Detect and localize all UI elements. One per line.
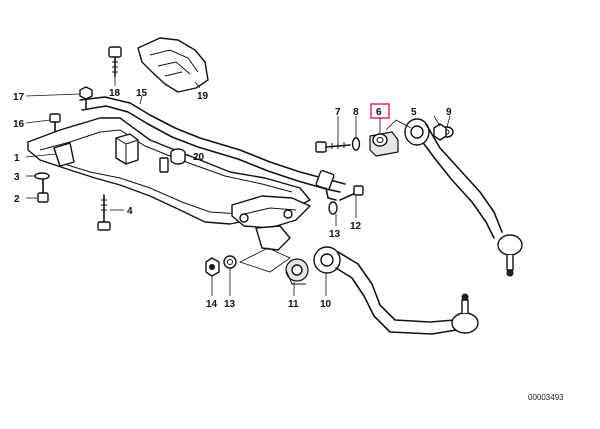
bolt-2	[37, 179, 49, 203]
nut-3	[34, 172, 50, 180]
bushing-6	[369, 131, 399, 157]
callout-17: 17	[13, 92, 25, 103]
bolt-18	[108, 46, 122, 77]
callout-15: 15	[136, 88, 148, 99]
callout-12: 12	[350, 221, 362, 232]
callout-20: 20	[193, 152, 205, 163]
callout-6: 6	[376, 107, 382, 118]
bolt-7	[315, 141, 351, 153]
callout-13-lower: 13	[224, 299, 236, 310]
callout-19: 19	[197, 91, 209, 102]
lower-control-arm-10	[313, 246, 479, 335]
callout-2: 2	[14, 194, 20, 205]
nut-17	[79, 86, 93, 109]
buffer-20	[170, 148, 186, 165]
callout-5: 5	[411, 107, 417, 118]
callout-16: 16	[13, 119, 25, 130]
heat-shield-19	[137, 37, 209, 93]
washer-13-upper	[328, 201, 338, 215]
callout-1: 1	[14, 153, 20, 164]
callout-13-upper: 13	[329, 229, 341, 240]
callout-labels: 1 2 3 4 5 6 7 8 9 10 11 12 13 13 14 15 1…	[13, 88, 452, 310]
reference-number: 00003493	[528, 393, 564, 402]
bushing-11	[285, 258, 309, 285]
bolt-16	[49, 113, 61, 133]
bolt-12	[339, 185, 364, 201]
callout-7: 7	[335, 107, 341, 118]
washer-13-lower	[223, 255, 237, 269]
callout-9: 9	[446, 107, 452, 118]
nut-14	[205, 257, 220, 277]
leader-lines	[25, 76, 451, 296]
callout-11: 11	[288, 299, 299, 310]
washer-8	[351, 137, 361, 151]
callout-8: 8	[353, 107, 359, 118]
control-arm-5	[404, 118, 523, 277]
callout-14: 14	[206, 299, 218, 310]
callout-3: 3	[14, 172, 20, 183]
callout-4: 4	[127, 206, 133, 217]
front-subframe	[27, 117, 311, 251]
callout-10: 10	[320, 299, 332, 310]
bolt-4	[97, 194, 111, 231]
nut-9	[433, 123, 447, 141]
stabilizer-bar-15	[79, 96, 346, 201]
callout-18: 18	[109, 88, 121, 99]
